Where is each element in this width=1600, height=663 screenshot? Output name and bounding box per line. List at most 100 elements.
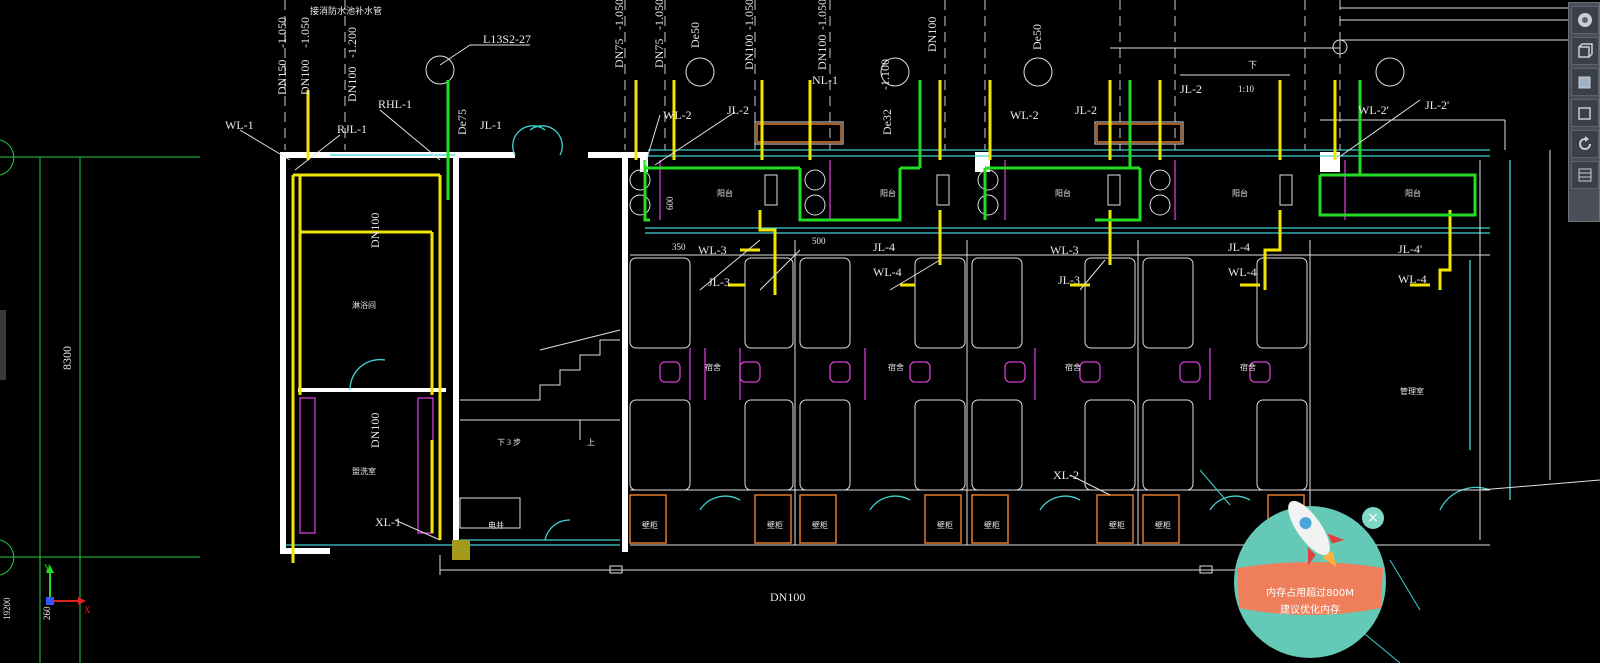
popup-line-2: 建议优化内存 (1280, 605, 1340, 616)
tag-jl3b: JL-3 (1058, 273, 1080, 287)
label-top-4: DN100 (345, 66, 359, 102)
dim-markers (609, 565, 1213, 574)
label-de75: De75 (455, 109, 469, 135)
tag-jl4p: JL-4' (1398, 242, 1423, 256)
popup-line-1: 内存占用超过800M (1266, 588, 1354, 599)
room-balcony-1: 阳台 (717, 189, 733, 198)
tag-l13s2: L13S2-27 (483, 32, 531, 46)
room-cabinet-4: 壁柜 (937, 521, 953, 530)
showmotion-button[interactable] (1571, 161, 1599, 189)
tag-wl1: WL-1 (225, 118, 254, 132)
tag-slope: 1:10 (1238, 84, 1255, 94)
tag-wl3: WL-3 (698, 243, 727, 257)
tag-wl4b: WL-4 (1228, 265, 1257, 279)
cabinets (629, 123, 1305, 544)
label-top-12: -1.050 (742, 0, 756, 30)
dimension-lines-left (0, 139, 200, 663)
steering-wheel-icon (1578, 13, 1592, 27)
tag-jl2b: JL-2 (1075, 103, 1097, 117)
tag-jl4: JL-4 (873, 240, 895, 254)
label-dim-8300: 8300 (60, 346, 74, 370)
film-icon (1578, 168, 1592, 182)
tag-wl4: WL-4 (873, 265, 902, 279)
room-bath: 淋浴间 (352, 301, 376, 310)
tag-jl2c: JL-2 (1180, 82, 1202, 96)
rocket-icon (1288, 500, 1345, 568)
label-top-5: -1.200 (345, 27, 359, 58)
room-cabinet-3: 壁柜 (812, 521, 828, 530)
zoom-button[interactable] (1571, 99, 1599, 127)
label-top-10: De50 (688, 22, 702, 48)
orbit-button[interactable] (1571, 130, 1599, 158)
room-cabinet-5: 壁柜 (984, 521, 1000, 530)
orbit-icon (1579, 136, 1591, 150)
yellow-pipes (291, 80, 1452, 563)
box-icon (1578, 107, 1591, 120)
label-top-0: DN150 (275, 59, 289, 95)
room-balcony-3: 阳台 (1055, 189, 1071, 198)
tag-wl3b: WL-3 (1050, 243, 1079, 257)
room-cabinet-2: 壁柜 (767, 521, 783, 530)
label-top-17: De50 (1030, 24, 1044, 50)
popup-close-button[interactable]: × (1362, 507, 1384, 529)
room-dorm-4: 宿舍 (1240, 363, 1256, 372)
left-collapse-handle[interactable] (0, 310, 6, 380)
tag-wl2b: WL-2 (1010, 108, 1039, 122)
label-dn100-vert-1: DN100 (368, 212, 382, 248)
stairs-down: 下 3 步 (497, 438, 521, 447)
room-elec: 电井 (488, 521, 504, 530)
room-balcony-4: 阳台 (1232, 189, 1248, 198)
room-cabinet-7: 壁柜 (1155, 521, 1171, 530)
stairs-up: 上 (587, 438, 595, 447)
label-top-9: -1.050 (652, 0, 666, 30)
label-top-13: DN100 (815, 34, 829, 70)
room-balcony-5: 阳台 (1405, 189, 1421, 198)
ucs-x-label: X (84, 605, 91, 615)
tag-down-arrow: 下 (1248, 60, 1258, 70)
tag-xl1: XL-1 (375, 515, 401, 529)
cyan-diagonals (1199, 469, 1421, 663)
room-wash: 盥洗室 (352, 467, 376, 476)
dashed-axis-lines (284, 0, 1341, 150)
view-3d-button[interactable] (1571, 37, 1599, 65)
tag-jl1: JL-1 (480, 118, 502, 132)
tag-dim-350: 350 (672, 242, 686, 252)
room-dorm-3: 宿舍 (1065, 363, 1081, 372)
label-dim-600: 600 (665, 196, 675, 211)
tag-jl4b: JL-4 (1228, 240, 1250, 254)
steering-wheel-button[interactable] (1571, 6, 1599, 34)
green-pipes (446, 80, 1477, 222)
room-dorm-1: 宿舍 (705, 363, 721, 372)
tag-xl2: XL-2 (1053, 468, 1079, 482)
cube-icon (1578, 76, 1591, 89)
label-dn100-horizontal: DN100 (770, 590, 806, 604)
leader-lines (239, 44, 1421, 541)
tag-wl2p: WL-2' (1358, 103, 1389, 117)
label-top-14: -1.050 (815, 0, 829, 30)
ucs-y-label: Y (44, 563, 51, 573)
memory-warning-popup[interactable] (1231, 490, 1389, 658)
tag-rjl1: RJL-1 (337, 122, 367, 136)
cube-3d-icon (1578, 43, 1593, 58)
label-top-3: -1.050 (298, 17, 312, 48)
tag-wl2: WL-2 (663, 108, 692, 122)
tag-rhl1: RHL-1 (378, 97, 412, 111)
label-top-8: DN75 (652, 38, 666, 68)
room-dorm-2: 宿舍 (888, 363, 904, 372)
navigation-toolbar (1568, 2, 1600, 222)
tag-nl1: NL-1 (812, 73, 838, 87)
pan-button[interactable] (1571, 68, 1599, 96)
tag-dim-500: 500 (812, 236, 826, 246)
tag-wl4p: WL-4 (1398, 272, 1427, 286)
tag-jl3: JL-3 (708, 275, 730, 289)
label-top-11: DN100 (742, 34, 756, 70)
desks (299, 160, 1346, 534)
room-mgmt: 管理室 (1400, 387, 1424, 396)
label-top-note: 接消防水池补水管 (310, 6, 383, 16)
popup-orange-band (1237, 562, 1383, 615)
label-top-15: -1.100 (878, 59, 892, 90)
label-top-2: DN100 (298, 59, 312, 95)
label-dn100-vert-2: DN100 (368, 412, 382, 448)
balcony-fixtures (425, 7, 1600, 216)
